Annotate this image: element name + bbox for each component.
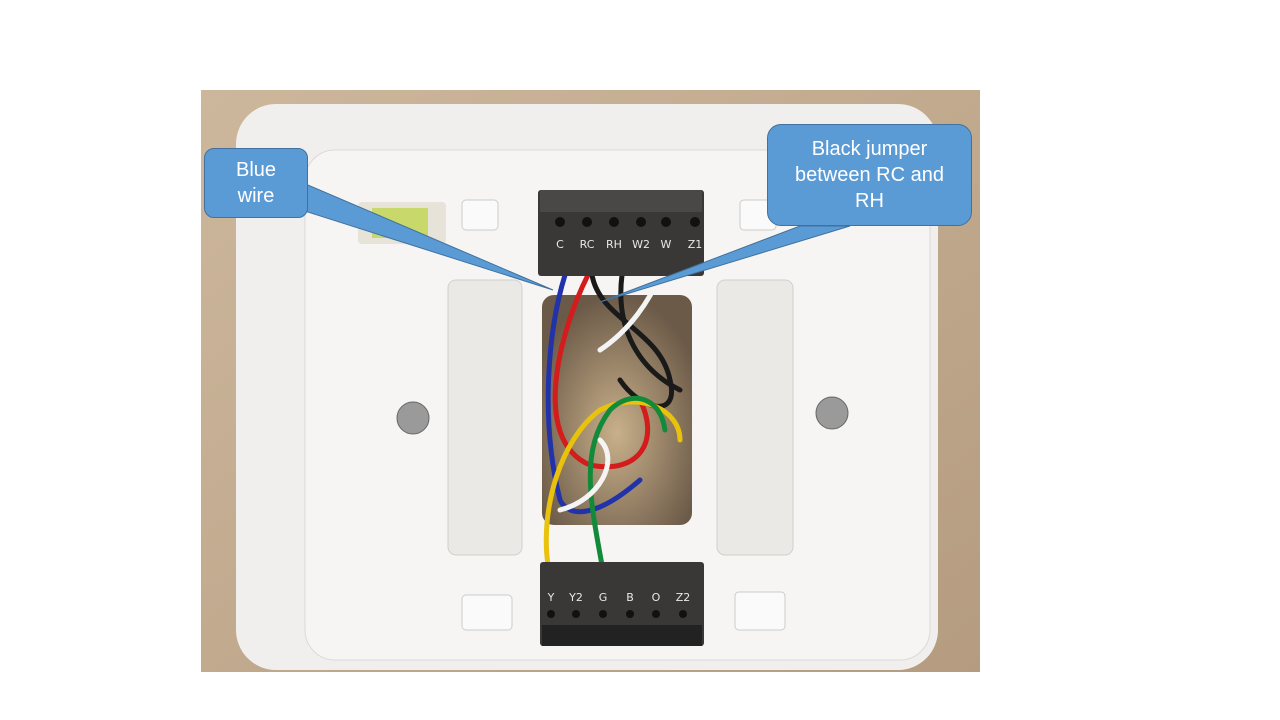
terminal-label: Z1: [688, 238, 703, 251]
terminal-label: B: [626, 591, 634, 604]
wires: [543, 272, 683, 568]
terminal-label: W2: [632, 238, 650, 251]
terminal-label: C: [556, 238, 564, 251]
callout-blue-wire: Blue wire: [204, 148, 308, 218]
terminal-label: RH: [606, 238, 622, 251]
terminal-label: Y2: [568, 591, 583, 604]
bottom-terminal-block: Y Y2 G B O Z2: [540, 562, 704, 646]
terminal-label: Z2: [676, 591, 691, 604]
screw-right: [815, 396, 849, 430]
terminal-label: G: [599, 591, 608, 604]
terminal-label: RC: [580, 238, 595, 251]
screw-left: [396, 401, 430, 435]
terminal-label: Y: [547, 591, 555, 604]
top-terminal-block: C RC RH W2 W Z1: [538, 190, 704, 276]
callout-text: Blue wire: [235, 159, 277, 207]
terminal-label: W: [661, 238, 672, 251]
callout-text: Black jumper between RC and RH: [795, 138, 944, 212]
callout-black-jumper: Black jumper between RC and RH: [767, 124, 972, 226]
terminal-label: O: [652, 591, 661, 604]
callout-pointer-jumper: [599, 225, 851, 303]
